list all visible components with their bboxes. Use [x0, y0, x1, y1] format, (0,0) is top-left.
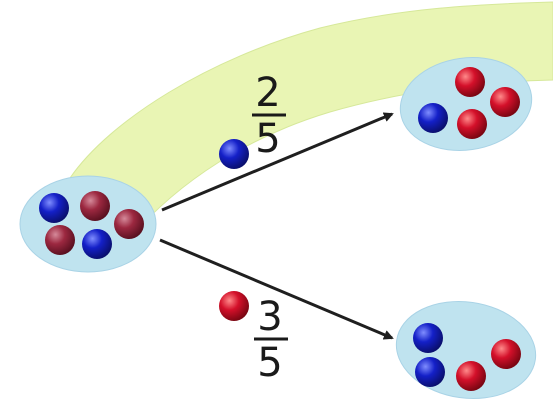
upper-numerator: 2 — [255, 70, 280, 116]
lower-target-ball-blue — [415, 357, 445, 387]
upper-target-ball-red — [457, 109, 487, 139]
lower-branch-arrow — [159, 238, 394, 340]
source-balls — [39, 191, 144, 259]
lower-drawn-ball — [219, 291, 249, 321]
lower-target-balls — [413, 323, 521, 391]
upper-branch-arrow — [161, 112, 394, 212]
source-ball-blue — [39, 193, 69, 223]
source-ball-dark_red — [80, 191, 110, 221]
upper-target-ball-blue — [418, 103, 448, 133]
upper-drawn-ball — [219, 139, 249, 169]
lower-denominator: 5 — [257, 340, 282, 386]
upper-drawn-ball-blue — [219, 139, 249, 169]
source-ball-dark_red — [114, 209, 144, 239]
upper-denominator: 5 — [255, 116, 280, 162]
lower-numerator: 3 — [257, 294, 282, 340]
lower-drawn-ball-red — [219, 291, 249, 321]
source-ball-blue — [82, 229, 112, 259]
upper-target-ball-red — [490, 87, 520, 117]
lower-probability-fraction: 3 5 — [254, 294, 288, 386]
upper-target-ball-red — [455, 67, 485, 97]
upper-probability-fraction: 2 5 — [252, 70, 286, 162]
highlighted-path-band — [69, 1, 553, 239]
lower-target-ball-red — [456, 361, 486, 391]
source-ball-dark_red — [45, 225, 75, 255]
lower-target-ball-blue — [413, 323, 443, 353]
upper-target-balls — [418, 67, 520, 139]
lower-target-ball-red — [491, 339, 521, 369]
